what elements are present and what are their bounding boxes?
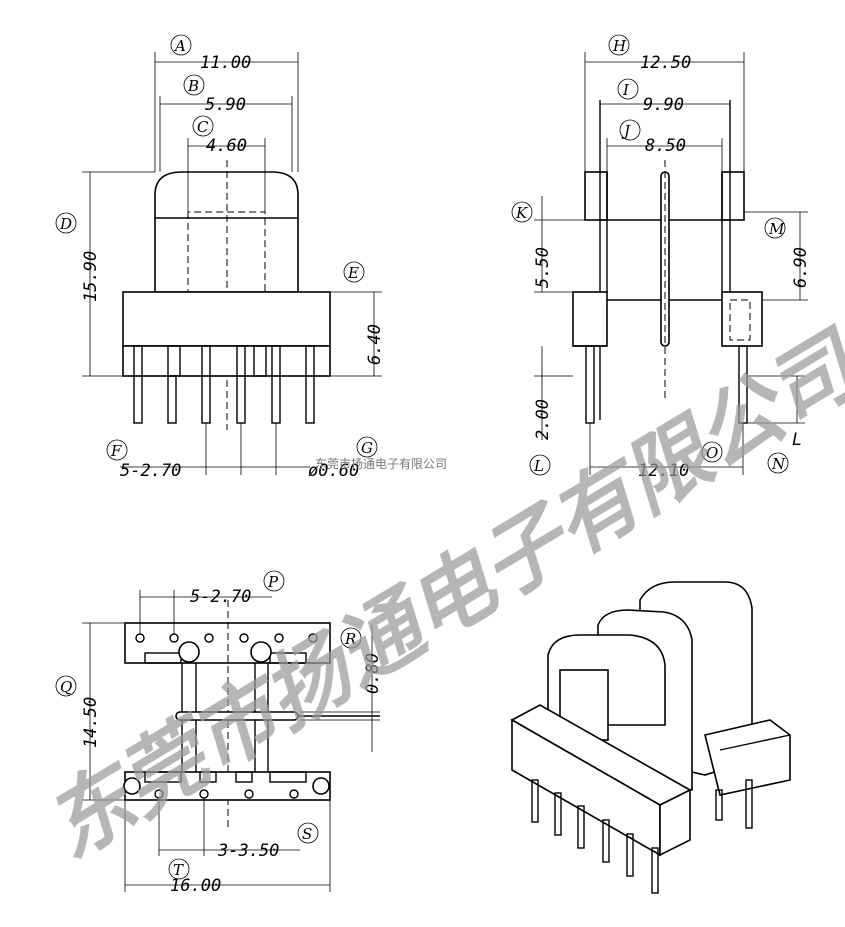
dim-L-value: 2.00 bbox=[533, 399, 553, 440]
side-right-lip bbox=[721, 171, 745, 221]
dim-F-value: 5-2.70 bbox=[120, 461, 181, 481]
dim-J-value: 8.50 bbox=[645, 136, 686, 156]
dim-H-value: 12.50 bbox=[640, 53, 691, 73]
dim-C-value: 4.60 bbox=[206, 136, 247, 156]
side-view: 12.50 H 9.90 I 8.50 J 5.50 K 6.90 M 2.00 bbox=[511, 34, 811, 481]
pin bbox=[554, 792, 562, 836]
front-base bbox=[122, 291, 331, 347]
bottom-view: 5-2.70 P 0.80 R 14.50 Q 3-3.50 S 16.00 T bbox=[55, 570, 383, 896]
dim-B-value: 5.90 bbox=[205, 95, 246, 115]
pin bbox=[602, 819, 610, 863]
side-base-left bbox=[572, 291, 608, 347]
pin bbox=[651, 847, 659, 894]
company-small-text: 东莞市扬通电子有限公司 bbox=[315, 456, 447, 471]
pin-hole bbox=[204, 633, 214, 643]
dim-K-value: 5.50 bbox=[533, 247, 553, 288]
callout-I: I bbox=[622, 81, 630, 99]
iso-base-side bbox=[659, 788, 691, 857]
pin-hole bbox=[239, 633, 249, 643]
callout-H: H bbox=[612, 37, 627, 55]
dim-I-value: 9.90 bbox=[643, 95, 684, 115]
callout-F: F bbox=[110, 442, 122, 460]
callout-A: A bbox=[173, 37, 186, 55]
callout-O: O bbox=[706, 444, 718, 462]
bottom-standoff bbox=[178, 641, 200, 663]
dim-M-value: 6.90 bbox=[791, 247, 811, 288]
pin bbox=[531, 779, 539, 823]
dim-S-value: 3-3.50 bbox=[217, 841, 279, 861]
isometric-view bbox=[510, 581, 791, 894]
pin bbox=[133, 345, 143, 424]
callout-Q: Q bbox=[60, 678, 72, 696]
front-standoff bbox=[253, 345, 267, 377]
dim-A-value: 11.00 bbox=[200, 53, 251, 73]
pin-hole bbox=[289, 789, 299, 799]
dim-P-value: 5-2.70 bbox=[190, 587, 251, 607]
callout-P: P bbox=[267, 573, 279, 591]
dim-G-value: ø0.60 bbox=[308, 461, 359, 481]
callout-G: G bbox=[361, 439, 373, 457]
callout-L: L bbox=[533, 457, 544, 475]
callout-B: B bbox=[187, 77, 199, 95]
dim-Q-value: 14.50 bbox=[81, 697, 101, 748]
callout-M: M bbox=[768, 220, 785, 238]
dim-D-value: 15.90 bbox=[81, 251, 101, 302]
pin bbox=[167, 375, 177, 424]
pin bbox=[715, 789, 723, 821]
pin bbox=[305, 345, 315, 424]
bottom-standoff bbox=[250, 641, 272, 663]
dim-E-value: 6.40 bbox=[365, 324, 385, 365]
pin-hole bbox=[308, 633, 318, 643]
side-left-lip bbox=[584, 171, 608, 221]
iso-right-block bbox=[704, 719, 791, 796]
pin-hole bbox=[274, 633, 284, 643]
callout-J: J bbox=[621, 122, 631, 140]
callout-E: E bbox=[347, 264, 359, 282]
front-base-lower bbox=[122, 345, 331, 377]
side-pin-left bbox=[585, 345, 595, 424]
callout-T: T bbox=[173, 861, 184, 879]
dim-N-value: L bbox=[792, 430, 802, 450]
dim-R-value: 0.80 bbox=[363, 653, 383, 694]
callout-R: R bbox=[344, 630, 356, 648]
callout-K: K bbox=[515, 204, 528, 222]
pin bbox=[745, 779, 753, 829]
side-base-right bbox=[721, 291, 763, 347]
bottom-lower-rail bbox=[124, 771, 331, 801]
iso-pins bbox=[531, 779, 753, 894]
callout-C: C bbox=[197, 118, 209, 136]
side-hidden-pocket bbox=[729, 299, 751, 341]
front-view: 11.00 A 5.90 B 4.60 C 15.90 D 6.40 E bbox=[55, 34, 447, 481]
callout-N: N bbox=[771, 455, 786, 473]
pin bbox=[577, 805, 585, 849]
dim-O-value: 12.10 bbox=[638, 461, 689, 481]
callout-D: D bbox=[59, 215, 72, 233]
dim-T-value: 16.00 bbox=[170, 876, 221, 896]
pin-hole bbox=[244, 789, 254, 799]
pin bbox=[626, 833, 634, 877]
callout-S: S bbox=[302, 825, 312, 843]
